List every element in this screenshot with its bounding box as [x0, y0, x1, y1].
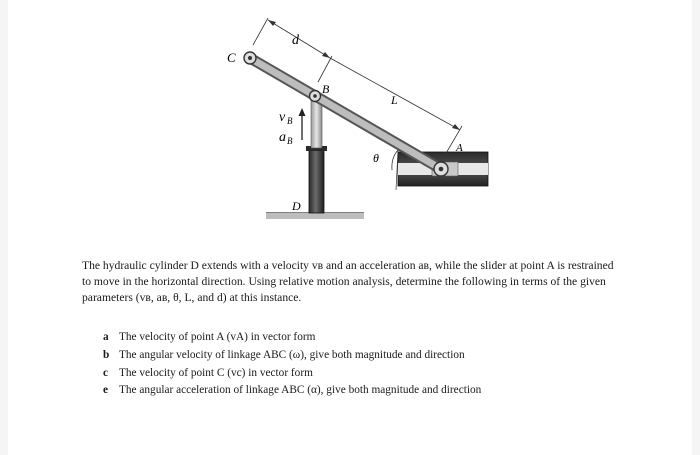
question-label: a [103, 331, 109, 343]
question-text: The angular velocity of linkage ABC (ω),… [119, 348, 465, 361]
question-text: The angular acceleration of linkage ABC … [119, 384, 482, 397]
question-label: b [103, 348, 110, 361]
label-l: L [390, 93, 398, 107]
question-item: b The angular velocity of linkage ABC (ω)… [103, 347, 623, 365]
label-theta: θ [373, 151, 379, 165]
question-item: e The angular acceleration of linkage ABC… [103, 382, 623, 400]
label-ab: a [279, 130, 286, 145]
problem-statement: The hydraulic cylinder D extends with a … [82, 259, 614, 305]
theta-angle [391, 149, 399, 191]
label-vb: v [279, 110, 286, 125]
question-label: c [103, 366, 109, 379]
label-d-cylinder: D [291, 199, 301, 213]
pin-a [433, 161, 449, 177]
pin-b [308, 89, 322, 103]
ground-support [266, 212, 364, 219]
hydraulic-cylinder [306, 99, 327, 214]
dimension-l [329, 57, 463, 156]
dimension-d [252, 17, 333, 83]
label-c: C [227, 50, 236, 65]
linkage-abc [244, 52, 447, 175]
question-text: The velocity of point A (vA) in vector f… [119, 331, 316, 343]
question-text: The velocity of point C (vc) in vector f… [119, 366, 313, 379]
question-item: a The velocity of point A (vA) in vector … [103, 329, 623, 347]
question-item: c The velocity of point C (vc) in vector … [103, 365, 623, 383]
pin-c [243, 51, 257, 65]
page [8, 0, 692, 455]
question-list: a The velocity of point A (vA) in vector … [103, 329, 623, 400]
question-label: e [103, 384, 109, 397]
label-vb-sub: B [287, 116, 293, 126]
velocity-arrow [298, 108, 306, 140]
mechanism-figure: d C B L v B a B θ A D [227, 17, 489, 219]
label-b: B [322, 82, 330, 96]
label-ab-sub: B [287, 136, 293, 146]
label-a: A [455, 142, 463, 154]
label-d: d [292, 33, 300, 48]
